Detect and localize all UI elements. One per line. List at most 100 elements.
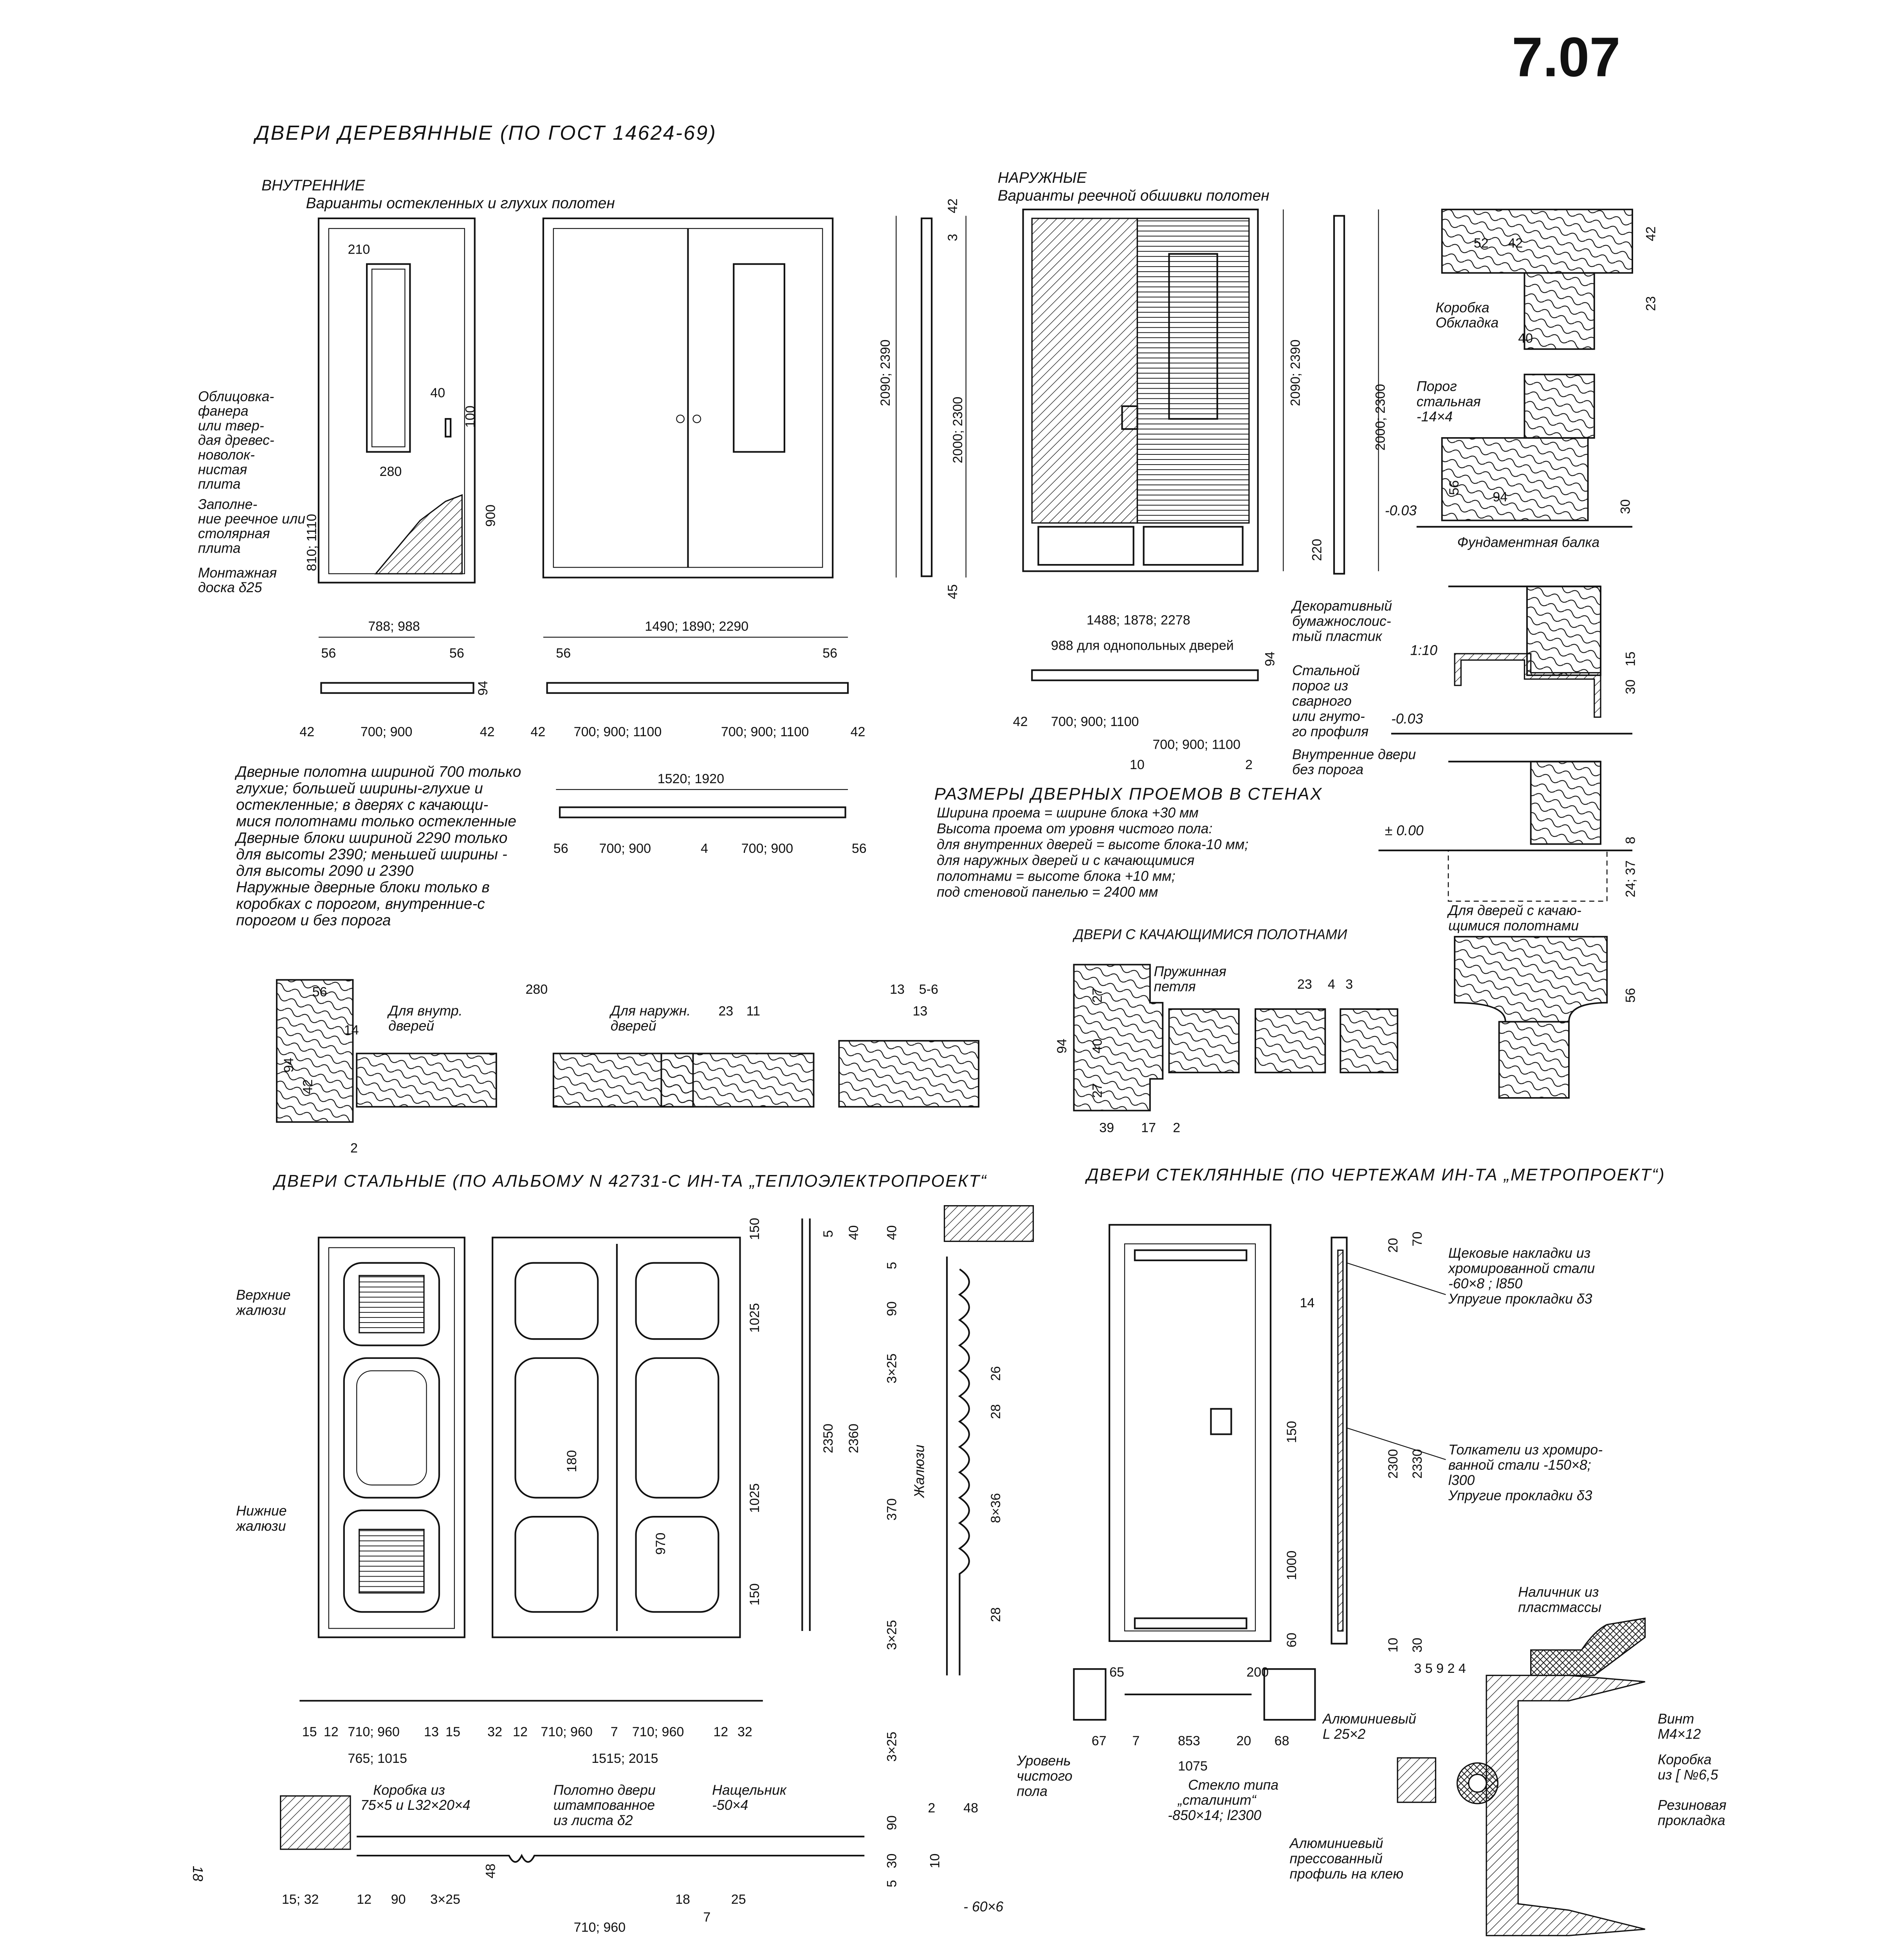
drawing-label: 1025 — [747, 1483, 762, 1513]
drawing-label: Резиновая — [1658, 1797, 1726, 1813]
drawing-label: петля — [1154, 979, 1196, 995]
drawing-label: 700; 900 — [741, 841, 793, 856]
door-knob-icon — [692, 414, 701, 423]
drawing-label: 42 — [301, 1079, 316, 1094]
drawing-label: плита — [198, 476, 241, 492]
drawing-label: 15 — [445, 1725, 460, 1739]
drawing-label: 700; 900; 1100 — [721, 724, 809, 739]
drawing-line — [1498, 1021, 1570, 1099]
drawing-label: Коробка — [1658, 1752, 1711, 1767]
drawing-label: L 25×2 — [1323, 1726, 1366, 1742]
drawing-label: Фундаментная балка — [1457, 535, 1600, 550]
drawing-label: 15; 32 — [282, 1892, 319, 1907]
drawing-line — [1143, 526, 1244, 566]
drawing-line — [357, 1836, 865, 1863]
drawing-label: 42 — [1643, 226, 1658, 241]
drawing-label: Алюминиевый — [1289, 1835, 1383, 1851]
drawing-label: чистого — [1017, 1768, 1072, 1784]
glass-doors-block: ДВЕРИ СТЕКЛЯННЫЕ (ПО ЧЕРТЕЖАМ ИН-ТА „МЕТ… — [1073, 1165, 1726, 1936]
drawing-label: 30 — [884, 1853, 899, 1868]
drawing-label: 788; 988 — [368, 619, 420, 634]
drawing-label: 1075 — [1178, 1759, 1208, 1774]
drawing-label: Уровень — [1016, 1753, 1071, 1769]
drawing-label: 3 5 9 2 4 — [1414, 1661, 1466, 1676]
drawing-label: Для дверей с качаю- — [1447, 903, 1581, 918]
drawing-label: 56 — [312, 985, 327, 1000]
drawing-label: Упругие прокладки δ3 — [1448, 1291, 1592, 1306]
drawing-line — [946, 1256, 970, 1676]
drawing-label: 56 — [852, 841, 867, 856]
drawing-line — [1524, 373, 1595, 439]
drawing-label: Стальной — [1292, 663, 1360, 678]
glass-title: ДВЕРИ СТЕКЛЯННЫЕ (ПО ЧЕРТЕЖАМ ИН-ТА „МЕТ… — [1085, 1165, 1665, 1184]
door-glazing — [366, 263, 411, 453]
drawing-label: прокладка — [1658, 1813, 1725, 1828]
drawing-label: 3×25 — [884, 1353, 899, 1384]
drawing-label: 56 — [1447, 480, 1462, 495]
drawing-label: 280 — [525, 982, 548, 997]
drawing-label: 42 — [851, 724, 865, 739]
drawing-label: 12 — [324, 1725, 339, 1739]
drawing-label: 30 — [1618, 499, 1633, 514]
drawing-label: 65 — [1109, 1665, 1124, 1680]
drawing-label: 52 — [1474, 236, 1489, 250]
facing-label: Облицовка- фанера или твер- дая древес- … — [198, 389, 274, 492]
drawing-label: 1025 — [747, 1303, 762, 1333]
drawing-line — [343, 1357, 440, 1499]
drawing-label: 56 — [1623, 988, 1638, 1003]
drawing-label: 30 — [1623, 679, 1638, 694]
door-side-profile — [921, 217, 933, 577]
frame-sections: 56 14 94 42 2 Для внутр. дверей Для нару… — [276, 979, 980, 1155]
swing-title: ДВЕРИ С КАЧАЮЩИМИСЯ ПОЛОТНАМИ — [1072, 927, 1347, 942]
drawing-label: 5-6 — [919, 982, 938, 997]
drawing-label: 56 — [321, 646, 336, 661]
drawing-label: коробках с порогом, внутренние-с — [236, 896, 485, 912]
drawing-label: 4 — [701, 841, 708, 856]
drawing-line — [660, 1052, 815, 1108]
drawing-line — [1031, 218, 1138, 524]
drawing-label: 700; 900; 1100 — [1152, 737, 1240, 752]
single-door-frame — [317, 217, 476, 584]
drawing-line — [1347, 1262, 1446, 1295]
drawing-label: сварного — [1292, 693, 1352, 709]
drawing-label: 15 — [1623, 652, 1638, 667]
drawing-label: 10 — [1386, 1638, 1401, 1652]
drawing-label: Верхние — [236, 1287, 290, 1303]
drawing-label: 700; 900 — [599, 841, 651, 856]
drawing-label: для внутренних дверей = высоте блока-10 … — [937, 836, 1248, 852]
drawing-label: Коробка из — [373, 1782, 445, 1798]
door-pusher-icon — [1210, 1408, 1232, 1435]
drawing-label: 56 — [449, 646, 464, 661]
drawing-label: жалюзи — [235, 1303, 286, 1318]
drawing-label: Толкатели из хромиро- — [1448, 1442, 1603, 1458]
drawing-label: ванной стали -150×8; — [1448, 1457, 1591, 1473]
wood-exterior-block: НАРУЖНЫЕ Варианты реечной обшивки полоте… — [998, 169, 1388, 575]
drawing-label: 5 — [821, 1230, 836, 1238]
drawing-label: прессованный — [1290, 1851, 1383, 1866]
drawing-line — [1441, 437, 1589, 521]
drawing-label: 853 — [1178, 1734, 1200, 1748]
drawing-label: хромированной стали — [1448, 1261, 1595, 1276]
drawing-label: 700; 900 — [361, 724, 412, 739]
drawing-label: 2 — [350, 1141, 358, 1155]
drawing-line — [343, 1262, 440, 1346]
drawing-label: Дверные полотна шириной 700 только — [234, 764, 521, 780]
drawing-label: 40 — [884, 1225, 899, 1240]
drawing-label: фанера — [198, 403, 249, 419]
drawing-label: 90 — [884, 1301, 899, 1316]
drawing-label: Полотно двери — [554, 1782, 656, 1798]
drawing-label: 94 — [281, 1058, 296, 1072]
interior-heading: ВНУТРЕННИЕ — [261, 177, 366, 194]
drawing-line — [1397, 1757, 1437, 1803]
drawing-line — [514, 1357, 599, 1499]
drawing-label: 10 — [1130, 757, 1145, 772]
drawing-label: 8 — [1623, 837, 1638, 844]
drawing-label: 7 — [703, 1910, 710, 1925]
drawing-label: Пружинная — [1154, 964, 1226, 979]
drawing-label: 12 — [713, 1725, 728, 1739]
drawing-label: М4×12 — [1658, 1726, 1701, 1742]
drawing-line — [1255, 1008, 1326, 1074]
drawing-label: 24; 37 — [1623, 860, 1638, 897]
drawing-line — [635, 1516, 719, 1613]
drawing-label: 42 — [530, 724, 545, 739]
